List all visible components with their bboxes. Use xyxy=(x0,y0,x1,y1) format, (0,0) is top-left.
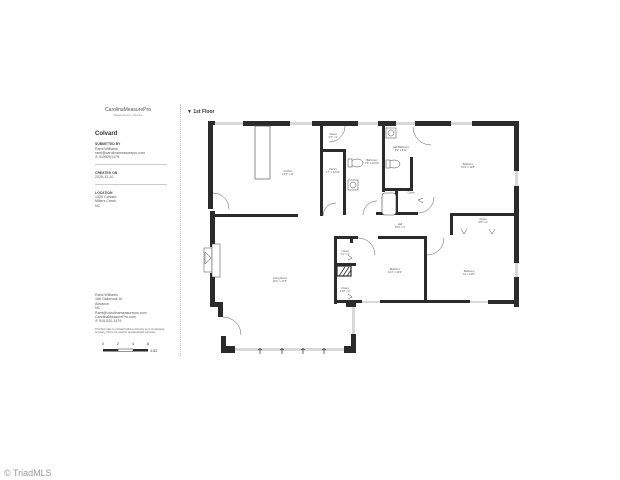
created-on-value: 2025-12-10 xyxy=(95,175,114,180)
triangle-down-icon: ▼ xyxy=(187,109,194,115)
company-tagline: Measurement • Service xyxy=(113,113,143,118)
submitted-by-phone: ✆ 9195201479 xyxy=(95,155,120,160)
copyright-watermark: © TriadMLS xyxy=(4,468,52,478)
location-line1: 1325 Colvard xyxy=(95,195,117,200)
divider-line xyxy=(95,163,167,165)
contact-email: Rami@carolinameasurepro.com xyxy=(95,310,147,315)
room-label-closet: Closet xyxy=(407,191,415,195)
phone-icon: ✆ xyxy=(95,319,100,324)
location-line2: Millers Creek xyxy=(95,199,116,204)
submitted-by-email: rami@carolinameasurepro.com xyxy=(95,151,146,156)
company-logo-text: CarolinaMeasurePro xyxy=(105,107,151,113)
contact-phone: ✆ 919-520-1479 xyxy=(95,319,122,324)
contact-state: NC xyxy=(95,306,101,311)
submitted-by-name: Rami Williams xyxy=(95,146,118,151)
contact-name: Rami Williams xyxy=(95,293,118,297)
sidebar-divider xyxy=(180,104,181,356)
divider-line xyxy=(95,183,167,185)
contact-address1: 168 Oakbrook Dr xyxy=(95,297,123,302)
location-line3: NC xyxy=(95,203,101,208)
submitted-by-label: SUBMITTED BY xyxy=(95,142,121,147)
contact-address2: Advance xyxy=(95,301,109,306)
scale-tick-4: 4 xyxy=(132,342,134,346)
scale-ratio: 1:52 xyxy=(150,349,158,353)
scale-tick-0: 0 xyxy=(102,342,104,346)
scale-tick-6: 6 xyxy=(147,342,149,346)
location-label: LOCATION xyxy=(95,190,113,195)
scale-tick-2: 2 xyxy=(117,342,119,346)
contact-website: CarolinaMeasurePro.com xyxy=(95,315,136,320)
floor-title: ▼ 1st Floor xyxy=(187,109,215,115)
contact-block: Rami Williams 168 Oakbrook Dr Advance NC… xyxy=(95,293,175,334)
created-on-label: CREATED ON xyxy=(95,170,118,175)
disclaimer-text: This floor plan is provided without warr… xyxy=(95,327,165,335)
project-title: Colvard xyxy=(95,130,118,137)
info-sidebar: CarolinaMeasurePro Measurement • Service… xyxy=(95,107,175,208)
phone-icon: ✆ xyxy=(95,155,100,160)
scale-bar: 0 2 4 6 1:52 xyxy=(101,341,171,355)
